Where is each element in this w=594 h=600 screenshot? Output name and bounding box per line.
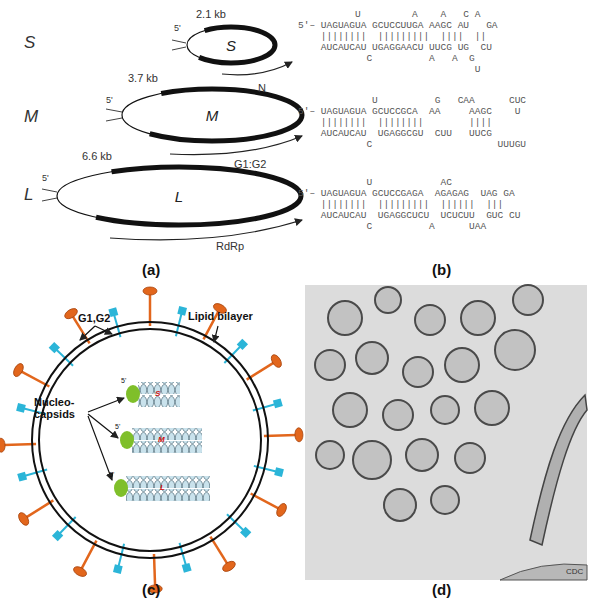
leader-lines (80, 326, 218, 480)
five-prime: 5' (106, 96, 113, 106)
five-prime: 5' (109, 471, 114, 479)
segment-ellipse: S (185, 25, 277, 65)
rna-sequence-row: 5'– UAGUAGUA GCUCCGAGA AGAGAG UAG GA (298, 189, 515, 199)
five-prime: 5' (42, 174, 49, 184)
micrograph (305, 285, 587, 580)
rna-sequence-row: U A A C A (298, 10, 480, 20)
segment-tag: L (160, 484, 165, 493)
rna-sequence-row: |||||||| |||||||| |||| (298, 118, 492, 128)
panel-label: (c) (142, 582, 160, 599)
segment-name: M (24, 108, 38, 127)
segment-letter: L (175, 188, 183, 205)
rna-sequence-row: U G CAA CUC (298, 96, 526, 106)
gene-name: N (258, 82, 266, 94)
gene-name: RdRp (216, 240, 244, 252)
callout: Nucleo- capsids (34, 396, 86, 420)
rna-sequence-row: |||||||| ||||||||| |||||| ||| (298, 200, 503, 210)
panel-label: (d) (432, 582, 451, 599)
five-prime: 5' (115, 423, 120, 431)
panel-label: (b) (432, 262, 451, 279)
segment-tag: M (158, 436, 165, 445)
rna-sequence-row: U AC (298, 178, 452, 188)
segment-ellipse: M (120, 87, 304, 143)
five-prime: 5' (174, 24, 181, 34)
rna-sequence-row: C A A G (298, 54, 475, 64)
segment-name: S (24, 34, 35, 53)
panel-label: (a) (142, 262, 160, 279)
segment-tag: S (155, 390, 160, 399)
segment-length: 2.1 kb (196, 8, 226, 20)
segment-letter: S (226, 37, 236, 54)
rna-sequence-row: AUCAUCAU UGAGGCUCU UCUCUU GUC CU (298, 211, 520, 221)
segment-length: 6.6 kb (82, 150, 112, 162)
rna-sequence-row: 5'– UAGUAGUA GCUCCGCA AA AAGC U (298, 107, 520, 117)
rna-sequence-row: |||||||| ||||||||| |||| || (298, 32, 486, 42)
segment-name: L (24, 186, 33, 205)
callout: Lipid bilayer (188, 310, 253, 322)
rna-sequence-row: C UUUGU (298, 140, 526, 150)
rna-sequence-row: AUCAUCAU UGAGGCGU CUU UUCG (298, 129, 492, 139)
rna-sequence-row: C A UAA (298, 222, 486, 232)
callout: G1,G2 (78, 312, 110, 324)
segment-length: 3.7 kb (128, 72, 158, 84)
five-prime-ends (42, 40, 186, 201)
virion (0, 287, 303, 593)
rna-sequence-row: U (298, 65, 480, 75)
five-prime: 5' (121, 377, 126, 385)
segment-ellipse: L (55, 165, 303, 227)
gene-name: G1:G2 (234, 158, 266, 170)
rna-sequence-row: AUCAUCAU UGAGGAACU UUCG UG CU (298, 43, 492, 53)
watermark: CDC (566, 568, 583, 577)
rna-sequence-row: 5'– UAGUAGUA GCUCCUUGA AAGC AU GA (298, 21, 498, 31)
segment-letter: M (206, 107, 219, 124)
